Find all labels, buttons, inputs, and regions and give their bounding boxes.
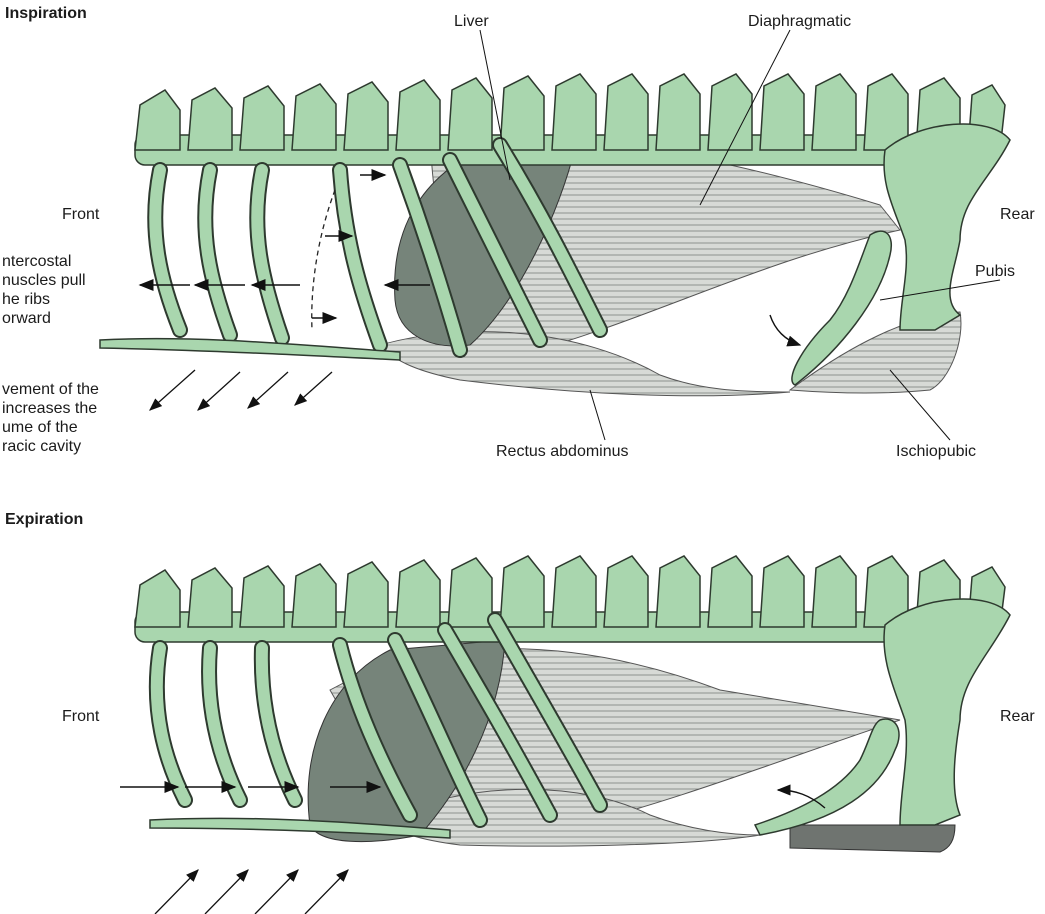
movement-note-line: ume of the xyxy=(2,418,99,437)
pelvis xyxy=(884,124,1010,330)
movement-note-line: vement of the xyxy=(2,380,99,399)
rectus-abdominus-label: Rectus abdominus xyxy=(496,442,629,461)
intercostal-note: ntercostal nuscles pull he ribs orward xyxy=(2,252,86,328)
front-label-top: Front xyxy=(62,205,99,224)
liver-label: Liver xyxy=(454,12,489,31)
front-label-bottom: Front xyxy=(62,707,99,726)
rear-label-bottom: Rear xyxy=(1000,707,1035,726)
vertebral-column xyxy=(135,74,1005,165)
volume-increase-arrows xyxy=(150,370,332,410)
rear-label-top: Rear xyxy=(1000,205,1035,224)
pelvis-exp xyxy=(884,599,1010,825)
intercostal-note-line: ntercostal xyxy=(2,252,86,271)
intercostal-note-line: he ribs xyxy=(2,290,86,309)
inspiration-heading: Inspiration xyxy=(5,4,87,23)
diaphragmatic-label: Diaphragmatic xyxy=(748,12,851,31)
intercostal-note-line: orward xyxy=(2,309,86,328)
intercostal-pull-arrows xyxy=(140,175,430,318)
movement-note-line: racic cavity xyxy=(2,437,99,456)
ischiopubic-muscle-exp xyxy=(790,825,955,852)
expiration-panel xyxy=(120,556,1010,914)
ischiopubic-label: Ischiopubic xyxy=(896,442,976,461)
expiration-heading: Expiration xyxy=(5,510,83,529)
vertebral-column-exp xyxy=(135,556,1005,642)
pubis-label: Pubis xyxy=(975,262,1015,281)
movement-note-line: increases the xyxy=(2,399,99,418)
intercostal-note-line: nuscles pull xyxy=(2,271,86,290)
previous-rib-position xyxy=(312,190,335,330)
movement-note: vement of the increases the ume of the r… xyxy=(2,380,99,456)
gastralia xyxy=(100,339,400,360)
volume-decrease-arrows xyxy=(155,870,348,914)
pubis-rotation-arrow xyxy=(770,315,800,345)
inspiration-panel xyxy=(100,30,1010,440)
